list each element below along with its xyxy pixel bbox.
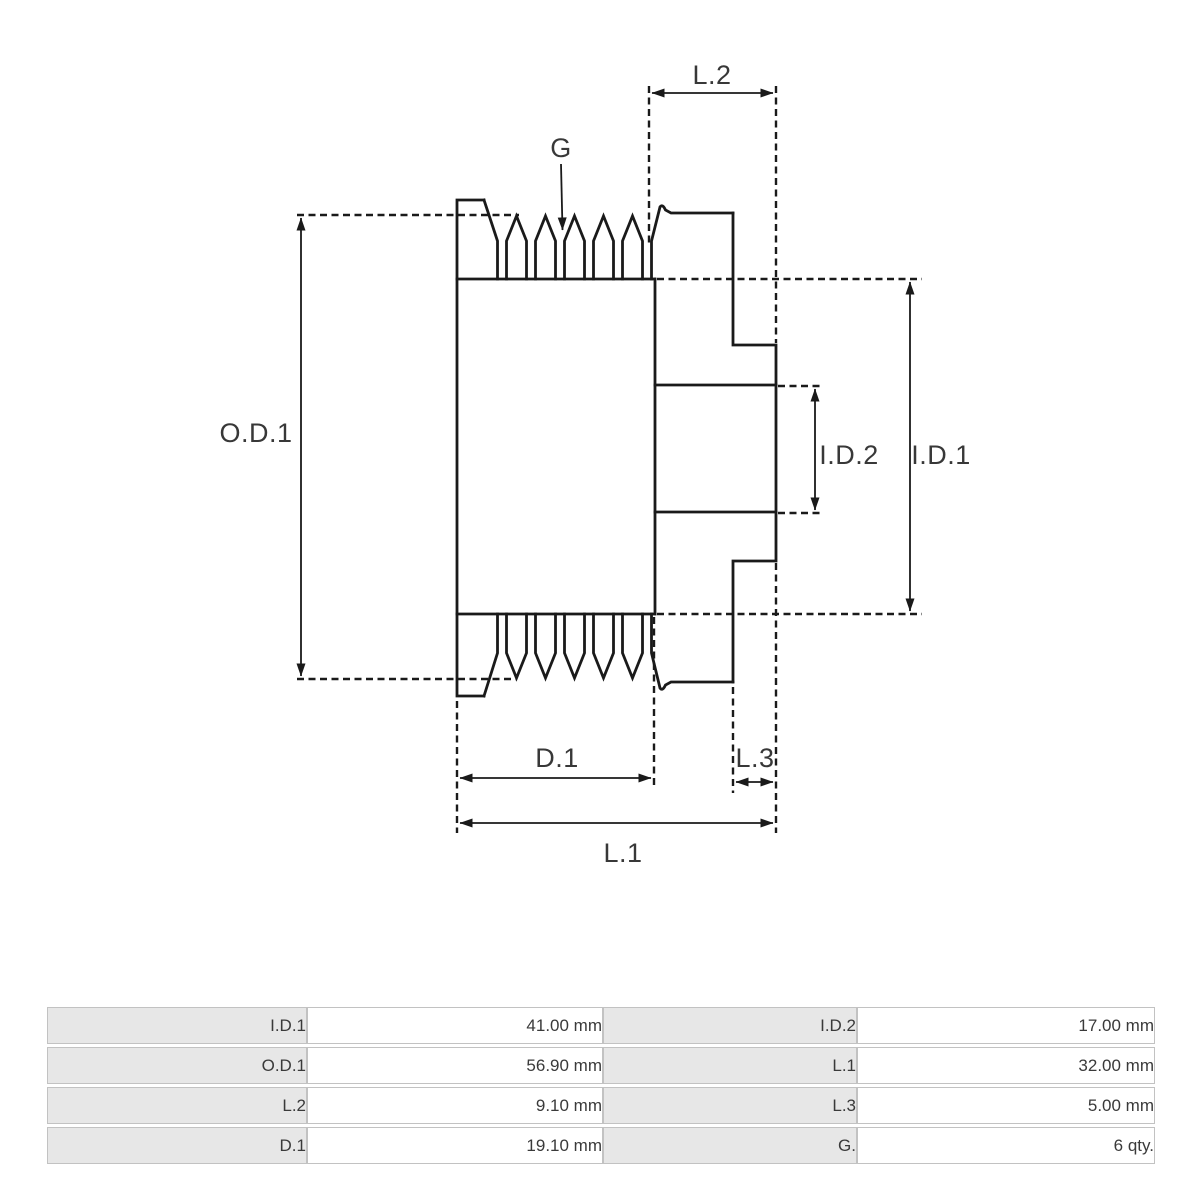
d1-label: D.1 (535, 743, 579, 773)
od1-label: O.D.1 (219, 418, 292, 448)
spec-value: 19.10 mm (307, 1127, 603, 1164)
table-row: I.D.1 41.00 mm I.D.2 17.00 mm (47, 1007, 1155, 1044)
spec-label: G. (603, 1127, 857, 1164)
id2-label: I.D.2 (819, 440, 879, 470)
spec-label: O.D.1 (47, 1047, 307, 1084)
spec-label: D.1 (47, 1127, 307, 1164)
spec-label: I.D.1 (47, 1007, 307, 1044)
table-row: L.2 9.10 mm L.3 5.00 mm (47, 1087, 1155, 1124)
l1-label: L.1 (603, 838, 642, 868)
g-leader-arrow (557, 163, 567, 231)
spec-value: 56.90 mm (307, 1047, 603, 1084)
spec-value: 41.00 mm (307, 1007, 603, 1044)
l3-label: L.3 (735, 743, 774, 773)
spec-label: L.1 (603, 1047, 857, 1084)
pulley-outline (455, 198, 778, 698)
table-row: D.1 19.10 mm G. 6 qty. (47, 1127, 1155, 1164)
spec-label: I.D.2 (603, 1007, 857, 1044)
spec-value: 17.00 mm (857, 1007, 1155, 1044)
spec-value: 9.10 mm (307, 1087, 603, 1124)
g-label: G (550, 133, 572, 163)
dimension-lines (296, 88, 915, 828)
spec-label: L.2 (47, 1087, 307, 1124)
id1-label: I.D.1 (911, 440, 971, 470)
spec-label: L.3 (603, 1087, 857, 1124)
table-row: O.D.1 56.90 mm L.1 32.00 mm (47, 1047, 1155, 1084)
dimension-labels: O.D.1 L.2 G I.D.2 I.D.1 D.1 L.3 L.1 (219, 60, 970, 868)
spec-value: 6 qty. (857, 1127, 1155, 1164)
spec-value: 5.00 mm (857, 1087, 1155, 1124)
pulley-technical-drawing: O.D.1 L.2 G I.D.2 I.D.1 D.1 L.3 L.1 (219, 60, 970, 868)
extension-lines (297, 86, 922, 833)
spec-table: I.D.1 41.00 mm I.D.2 17.00 mm O.D.1 56.9… (47, 1004, 1155, 1167)
spec-value: 32.00 mm (857, 1047, 1155, 1084)
l2-label: L.2 (692, 60, 731, 90)
